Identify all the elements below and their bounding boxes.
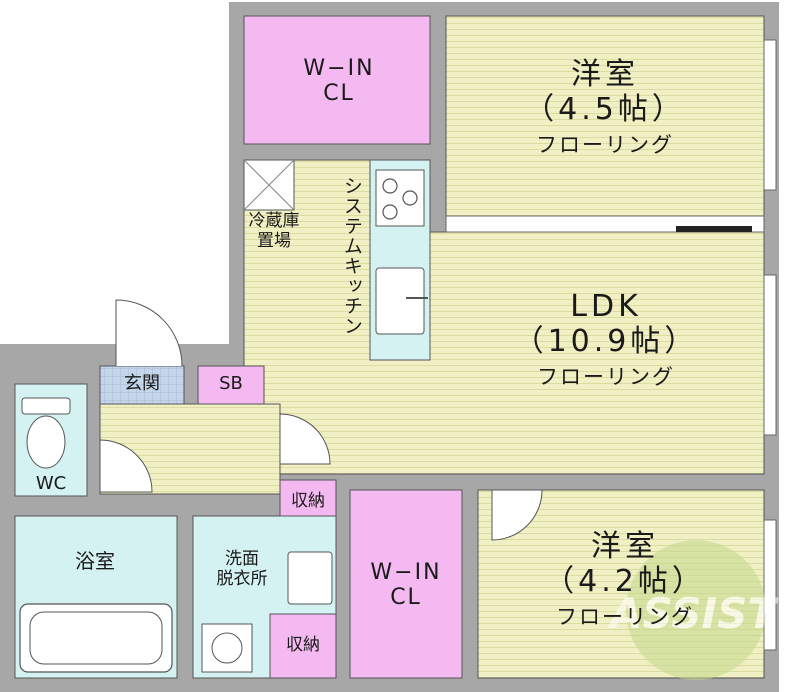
entrance-door-swing — [115, 299, 183, 367]
watermark-text: ASSIST — [607, 589, 779, 638]
toilet-bowl — [26, 415, 66, 469]
bedroom-door-swing — [491, 489, 543, 541]
burner — [382, 204, 398, 220]
bathtub — [19, 603, 173, 673]
label-storage-mid: 収納 — [291, 491, 325, 511]
toilet-tank — [21, 397, 71, 415]
room-entrance — [99, 365, 185, 405]
burner — [402, 190, 418, 206]
window-bottom — [763, 519, 777, 651]
room-wic-top — [243, 15, 431, 145]
label-sb: SB — [219, 373, 243, 394]
label-wc: WC — [35, 473, 67, 494]
label-fridge: 冷蔵庫置場 — [248, 211, 300, 251]
room-sb — [197, 365, 265, 405]
washing-drum — [211, 632, 243, 664]
sliding-door-dark — [676, 226, 752, 232]
wc-door-swing — [99, 439, 153, 493]
label-entrance: 玄関 — [124, 373, 160, 394]
bathtub-inner — [29, 611, 163, 665]
room-storage-bottom — [269, 613, 337, 679]
label-ldk: LDK （10.9帖） フローリング — [513, 289, 699, 389]
washing-machine — [201, 623, 253, 673]
label-western-top: 洋室 （4.5帖） フローリング — [524, 57, 686, 157]
watermark-logo: ASSIST — [607, 540, 779, 680]
ldk-door-swing — [279, 413, 331, 465]
cooktop — [375, 169, 425, 227]
label-kitchen: システムキッチン — [340, 176, 363, 336]
fridge-cross-b — [243, 159, 295, 211]
label-western-bottom: 洋室 （4.2帖） フローリング — [544, 529, 706, 629]
room-western-top — [445, 15, 765, 217]
washbasin — [287, 551, 333, 605]
label-bath: 浴室 — [75, 549, 115, 573]
window-top — [763, 39, 777, 191]
window-ldk — [763, 274, 777, 436]
room-wic-bottom — [349, 489, 463, 679]
label-storage-bottom: 収納 — [286, 635, 320, 655]
sink — [375, 267, 425, 335]
burner — [382, 178, 398, 194]
label-washroom: 洗面脱衣所 — [216, 549, 268, 589]
